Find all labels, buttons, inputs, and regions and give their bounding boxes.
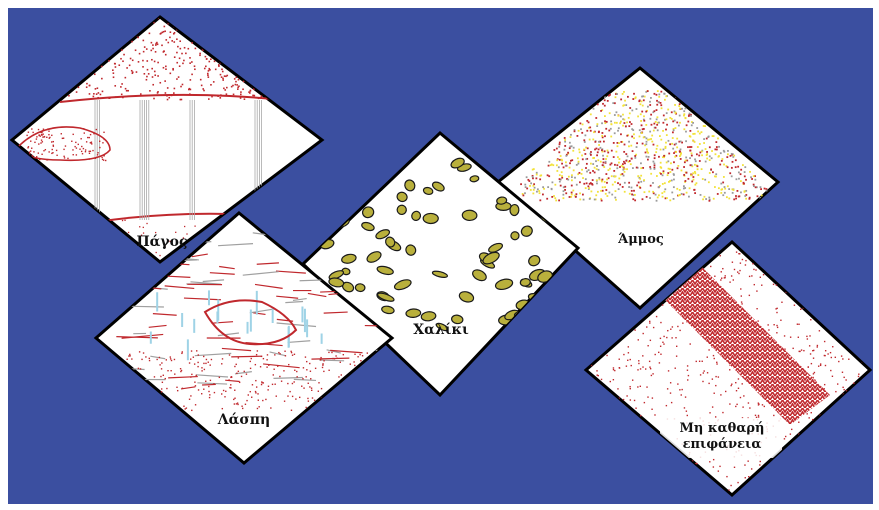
tile-label-gravel: Χαλίκι bbox=[413, 321, 469, 338]
tile-label-dirty-line1: Μη καθαρή bbox=[680, 421, 765, 436]
tile-label-sand: Άμμος bbox=[617, 232, 664, 247]
sand-texture bbox=[520, 90, 772, 202]
tile-label-ice: Πάγος bbox=[136, 234, 187, 250]
tile-mud: Λάσπη bbox=[93, 211, 395, 465]
tile-label-dirty-line2: επιφάνεια bbox=[683, 437, 762, 452]
tile-label-mud: Λάσπη bbox=[217, 412, 270, 428]
tile-sand: Άμμος bbox=[495, 66, 781, 311]
tile-ice: Πάγος bbox=[9, 15, 325, 264]
